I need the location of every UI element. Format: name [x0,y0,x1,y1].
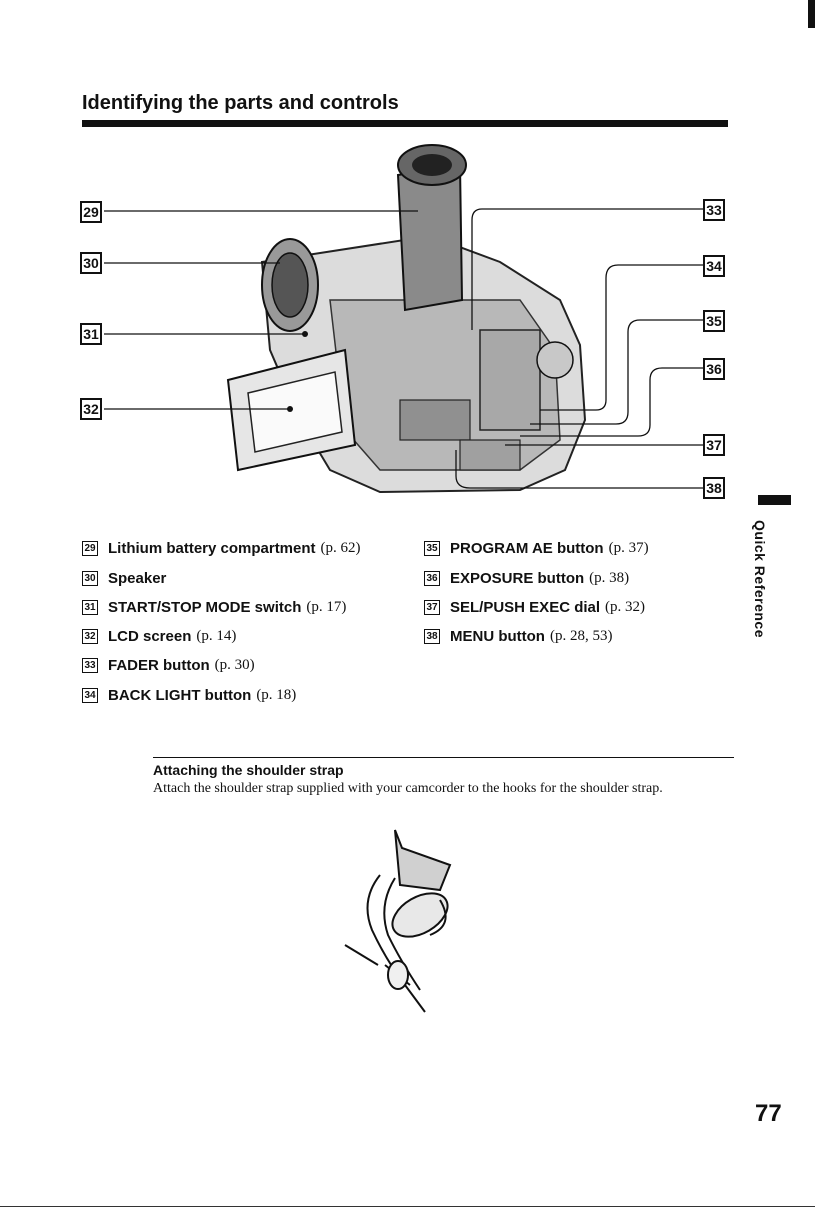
list-item: 38 MENU button (p. 28, 53) [424,628,612,645]
footer-rule [0,1206,815,1207]
list-item: 33 FADER button (p. 30) [82,657,255,674]
item-name: START/STOP MODE switch [108,599,302,616]
section-rule [153,757,734,758]
callout-31: 31 [80,323,102,345]
list-item: 37 SEL/PUSH EXEC dial (p. 32) [424,599,645,616]
item-page-ref: (p. 18) [256,687,297,703]
item-number: 34 [82,688,98,703]
strap-instructions: Attach the shoulder strap supplied with … [153,781,663,796]
item-page-ref: (p. 62) [320,540,361,556]
item-page-ref: (p. 32) [605,599,646,615]
list-item: 29 Lithium battery compartment (p. 62) [82,540,361,557]
list-item: 34 BACK LIGHT button (p. 18) [82,687,296,704]
item-name: FADER button [108,657,210,674]
item-name: EXPOSURE button [450,570,585,587]
item-number: 30 [82,571,98,586]
list-item: 30 Speaker [82,570,171,587]
item-name: SEL/PUSH EXEC dial [450,599,601,616]
callout-36: 36 [703,358,725,380]
item-page-ref: (p. 30) [214,657,255,673]
callout-34: 34 [703,255,725,277]
callout-33: 33 [703,199,725,221]
item-number: 31 [82,600,98,615]
page-number: 77 [755,1100,782,1127]
section-tab-mark [758,495,791,505]
item-name: MENU button [450,628,545,645]
item-page-ref: (p. 38) [589,570,630,586]
item-number: 33 [82,658,98,673]
list-item: 31 START/STOP MODE switch (p. 17) [82,599,346,616]
side-section-label: Quick Reference [752,520,768,638]
callout-35: 35 [703,310,725,332]
item-number: 37 [424,600,440,615]
item-name: PROGRAM AE button [450,540,604,557]
item-number: 32 [82,629,98,644]
list-item: 32 LCD screen (p. 14) [82,628,236,645]
page-edge-mark [808,0,815,28]
item-number: 36 [424,571,440,586]
item-number: 38 [424,629,440,644]
title-rule [82,120,728,127]
item-page-ref: (p. 28, 53) [549,628,613,644]
callout-29: 29 [80,201,102,223]
item-name: Speaker [108,570,167,587]
list-item: 36 EXPOSURE button (p. 38) [424,570,629,587]
item-name: BACK LIGHT button [108,687,252,704]
item-number: 35 [424,541,440,556]
page-title: Identifying the parts and controls [82,92,399,114]
item-number: 29 [82,541,98,556]
callout-30: 30 [80,252,102,274]
item-page-ref: (p. 14) [196,628,237,644]
strap-heading: Attaching the shoulder strap [153,762,344,778]
item-page-ref: (p. 17) [306,599,347,615]
callout-37: 37 [703,434,725,456]
callout-38: 38 [703,477,725,499]
item-name: Lithium battery compartment [108,540,316,557]
item-name: LCD screen [108,628,192,645]
callout-32: 32 [80,398,102,420]
item-page-ref: (p. 37) [608,540,649,556]
list-item: 35 PROGRAM AE button (p. 37) [424,540,649,557]
